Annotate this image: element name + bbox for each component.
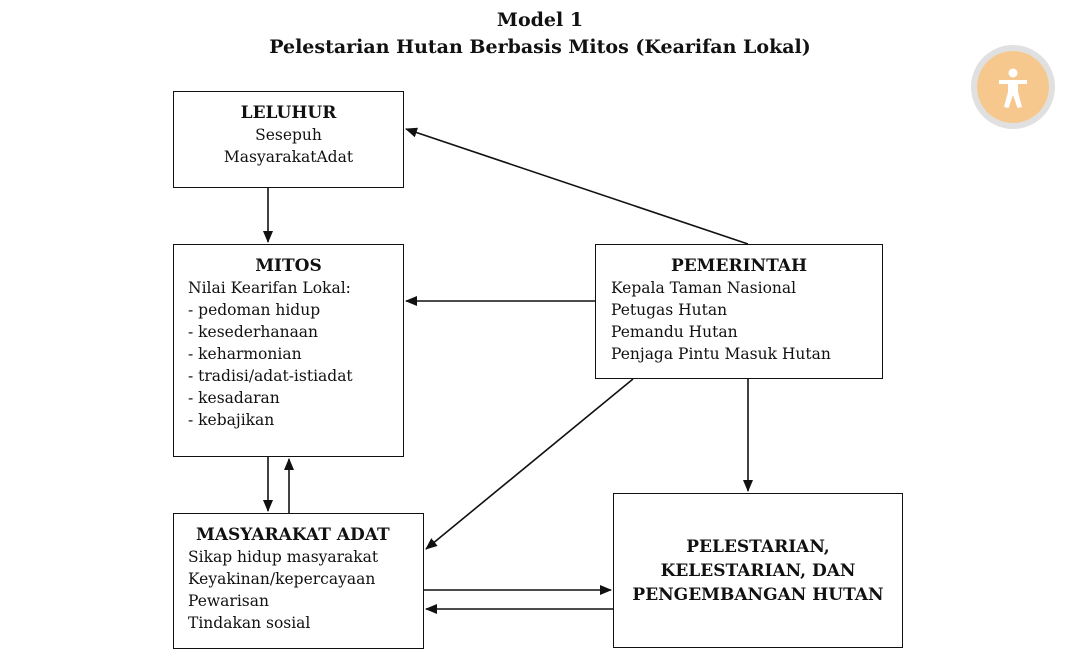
box-leluhur: LELUHUR Sesepuh MasyarakatAdat [173,91,404,188]
masyarakat-heading: MASYARAKAT ADAT [196,525,390,545]
pemerintah-line: Penjaga Pintu Masuk Hutan [611,345,831,363]
mitos-line: - kesadaran [188,389,280,407]
leluhur-line: Sesepuh [255,126,322,144]
masyarakat-line: Sikap hidup masyarakat [188,548,379,566]
pelestarian-heading-line: PENGEMBANGAN HUTAN [632,584,884,605]
accessibility-icon [977,51,1049,123]
masyarakat-line: Keyakinan/kepercayaan [188,570,376,588]
mitos-heading: MITOS [255,256,322,276]
diagram-title: Model 1 [496,9,584,31]
accessibility-button[interactable] [971,45,1055,129]
box-pelestarian: PELESTARIAN, KELESTARIAN, DAN PENGEMBANG… [613,493,903,648]
pelestarian-heading-line: KELESTARIAN, DAN [660,560,856,581]
masyarakat-line: Tindakan sosial [188,614,311,632]
diagram-subtitle: Pelestarian Hutan Berbasis Mitos (Kearif… [269,36,811,58]
mitos-line: - kesederhanaan [188,323,319,341]
masyarakat-line: Pewarisan [188,592,269,610]
pemerintah-line: Petugas Hutan [611,301,728,319]
pemerintah-line: Kepala Taman Nasional [611,279,797,297]
pelestarian-heading-line: PELESTARIAN, [686,536,830,557]
pemerintah-heading: PEMERINTAH [670,256,808,276]
box-masyarakat-adat: MASYARAKAT ADAT Sikap hidup masyarakat K… [173,513,424,649]
pemerintah-line: Pemandu Hutan [611,323,738,341]
mitos-line: Nilai Kearifan Lokal: [188,279,351,297]
box-mitos: MITOS Nilai Kearifan Lokal: - pedoman hi… [173,244,404,457]
mitos-line: - keharmonian [188,345,302,363]
mitos-line: - pedoman hidup [188,301,321,319]
leluhur-heading: LELUHUR [240,103,337,123]
arrow-pemerintah-to-masyarakat [425,378,634,550]
arrow-pemerintah-to-leluhur [405,127,749,245]
leluhur-line: MasyarakatAdat [223,148,354,166]
mitos-line: - tradisi/adat-istiadat [188,367,353,385]
box-pemerintah: PEMERINTAH Kepala Taman Nasional Petugas… [595,244,883,379]
mitos-line: - kebajikan [188,411,275,429]
